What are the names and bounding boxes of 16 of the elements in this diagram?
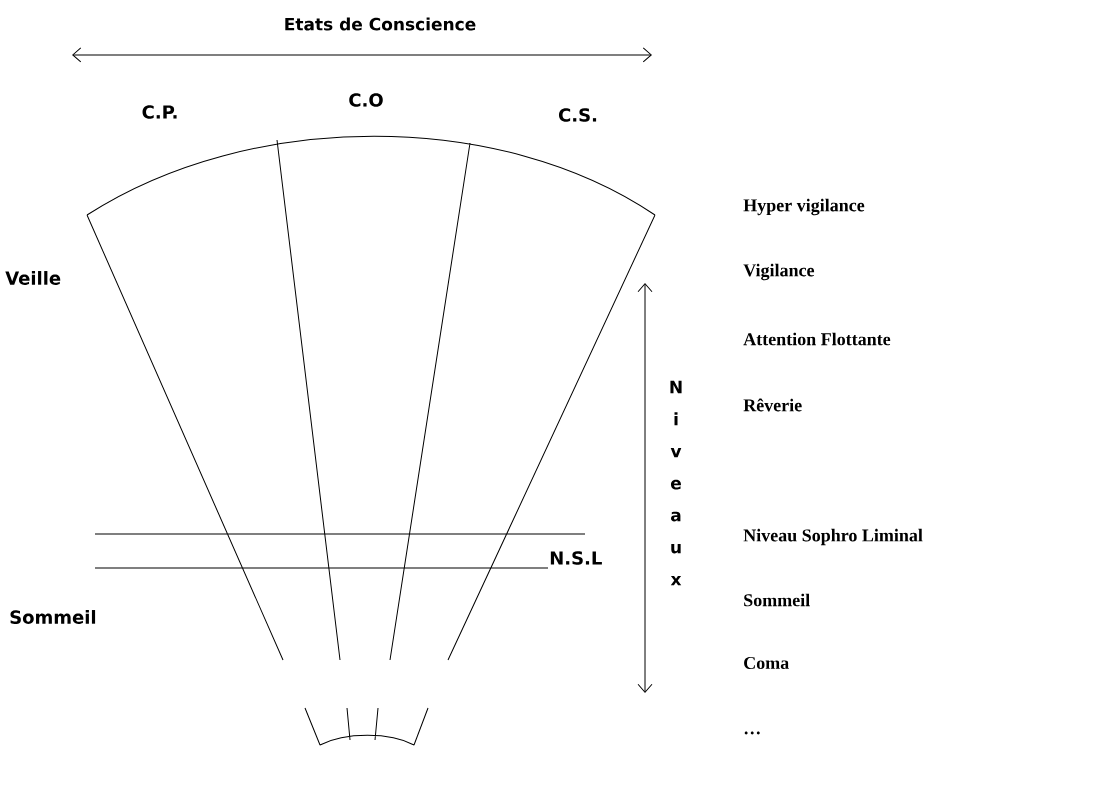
- axis-title: Etats de Conscience: [285, 17, 476, 31]
- zone-label: C.S.: [559, 108, 597, 122]
- zone-label: C.O: [349, 93, 383, 107]
- zone-label: Sommeil: [10, 610, 96, 624]
- level-label: Attention Flottante: [743, 332, 891, 346]
- zone-label: N.S.L: [550, 551, 602, 565]
- level-label: …: [744, 731, 760, 735]
- level-label: Vigilance: [743, 263, 815, 281]
- level-label: Hyper vigilance: [743, 198, 865, 216]
- level-label: Rêverie: [743, 398, 802, 412]
- level-label: Sommeil: [744, 593, 810, 607]
- zone-label: C.P.: [142, 105, 177, 119]
- axis-title: Niveaux: [670, 380, 682, 586]
- zone-label: Veille: [5, 271, 61, 285]
- level-label: Coma: [744, 656, 789, 670]
- level-label: Niveau Sophro Liminal: [743, 528, 923, 546]
